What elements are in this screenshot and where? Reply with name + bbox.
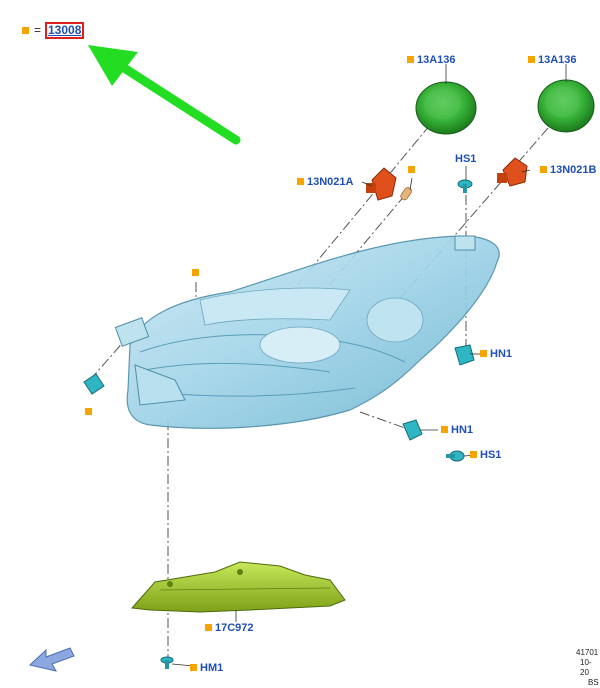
reference-line-2: 10-20 xyxy=(580,658,592,677)
nut-lower xyxy=(402,419,423,441)
label-cap-left[interactable]: 13A136 xyxy=(417,54,456,66)
previous-view-arrow-icon[interactable] xyxy=(28,647,75,672)
marker-cap-left xyxy=(407,56,414,63)
headlamp-housing xyxy=(114,235,500,429)
screw-top xyxy=(457,179,473,193)
reference-line-3: BS xyxy=(588,678,599,687)
bulb-socket-left xyxy=(366,167,397,201)
marker-bulb-right xyxy=(540,166,547,173)
label-nut-lower[interactable]: HN1 xyxy=(451,424,474,436)
bulb-capsule xyxy=(400,187,412,201)
label-bulb-left[interactable]: 13N021A xyxy=(307,176,354,188)
marker-clip-left xyxy=(85,408,92,415)
marker-cap-right xyxy=(528,56,535,63)
label-screw-lower[interactable]: HS1 xyxy=(480,449,502,461)
dust-cap-right xyxy=(537,79,595,133)
label-screw-top[interactable]: HS1 xyxy=(455,153,477,165)
bulb-socket-right xyxy=(497,157,528,187)
marker-nut-lower xyxy=(441,426,448,433)
legend-marker xyxy=(22,27,29,34)
dust-cap-left xyxy=(415,81,477,135)
pointer-arrow xyxy=(88,45,241,145)
label-bulb-right[interactable]: 13N021B xyxy=(550,164,597,176)
label-bottom-screw[interactable]: HM1 xyxy=(200,662,224,674)
marker-housing-top xyxy=(192,269,199,276)
nut-right xyxy=(454,344,475,366)
legend-equals: = xyxy=(34,23,42,37)
marker-nut-right xyxy=(480,350,487,357)
marker-screw-lower xyxy=(470,451,477,458)
screw-bottom xyxy=(160,656,174,669)
label-bracket[interactable]: 17C972 xyxy=(215,622,254,634)
reference-line-1: 41701 xyxy=(576,648,599,657)
marker-bulb-capsule xyxy=(408,166,415,173)
label-cap-right[interactable]: 13A136 xyxy=(538,54,577,66)
reference-block: 41701 10-20 BS xyxy=(576,648,600,688)
screw-lower xyxy=(446,450,465,462)
label-nut-right[interactable]: HN1 xyxy=(490,348,513,360)
clip-left xyxy=(83,373,105,395)
highlighted-part-number[interactable]: 13008 xyxy=(45,22,85,39)
marker-bulb-left xyxy=(297,178,304,185)
mounting-bracket xyxy=(130,561,346,613)
marker-bracket xyxy=(205,624,212,631)
marker-bottom-screw xyxy=(190,664,197,671)
